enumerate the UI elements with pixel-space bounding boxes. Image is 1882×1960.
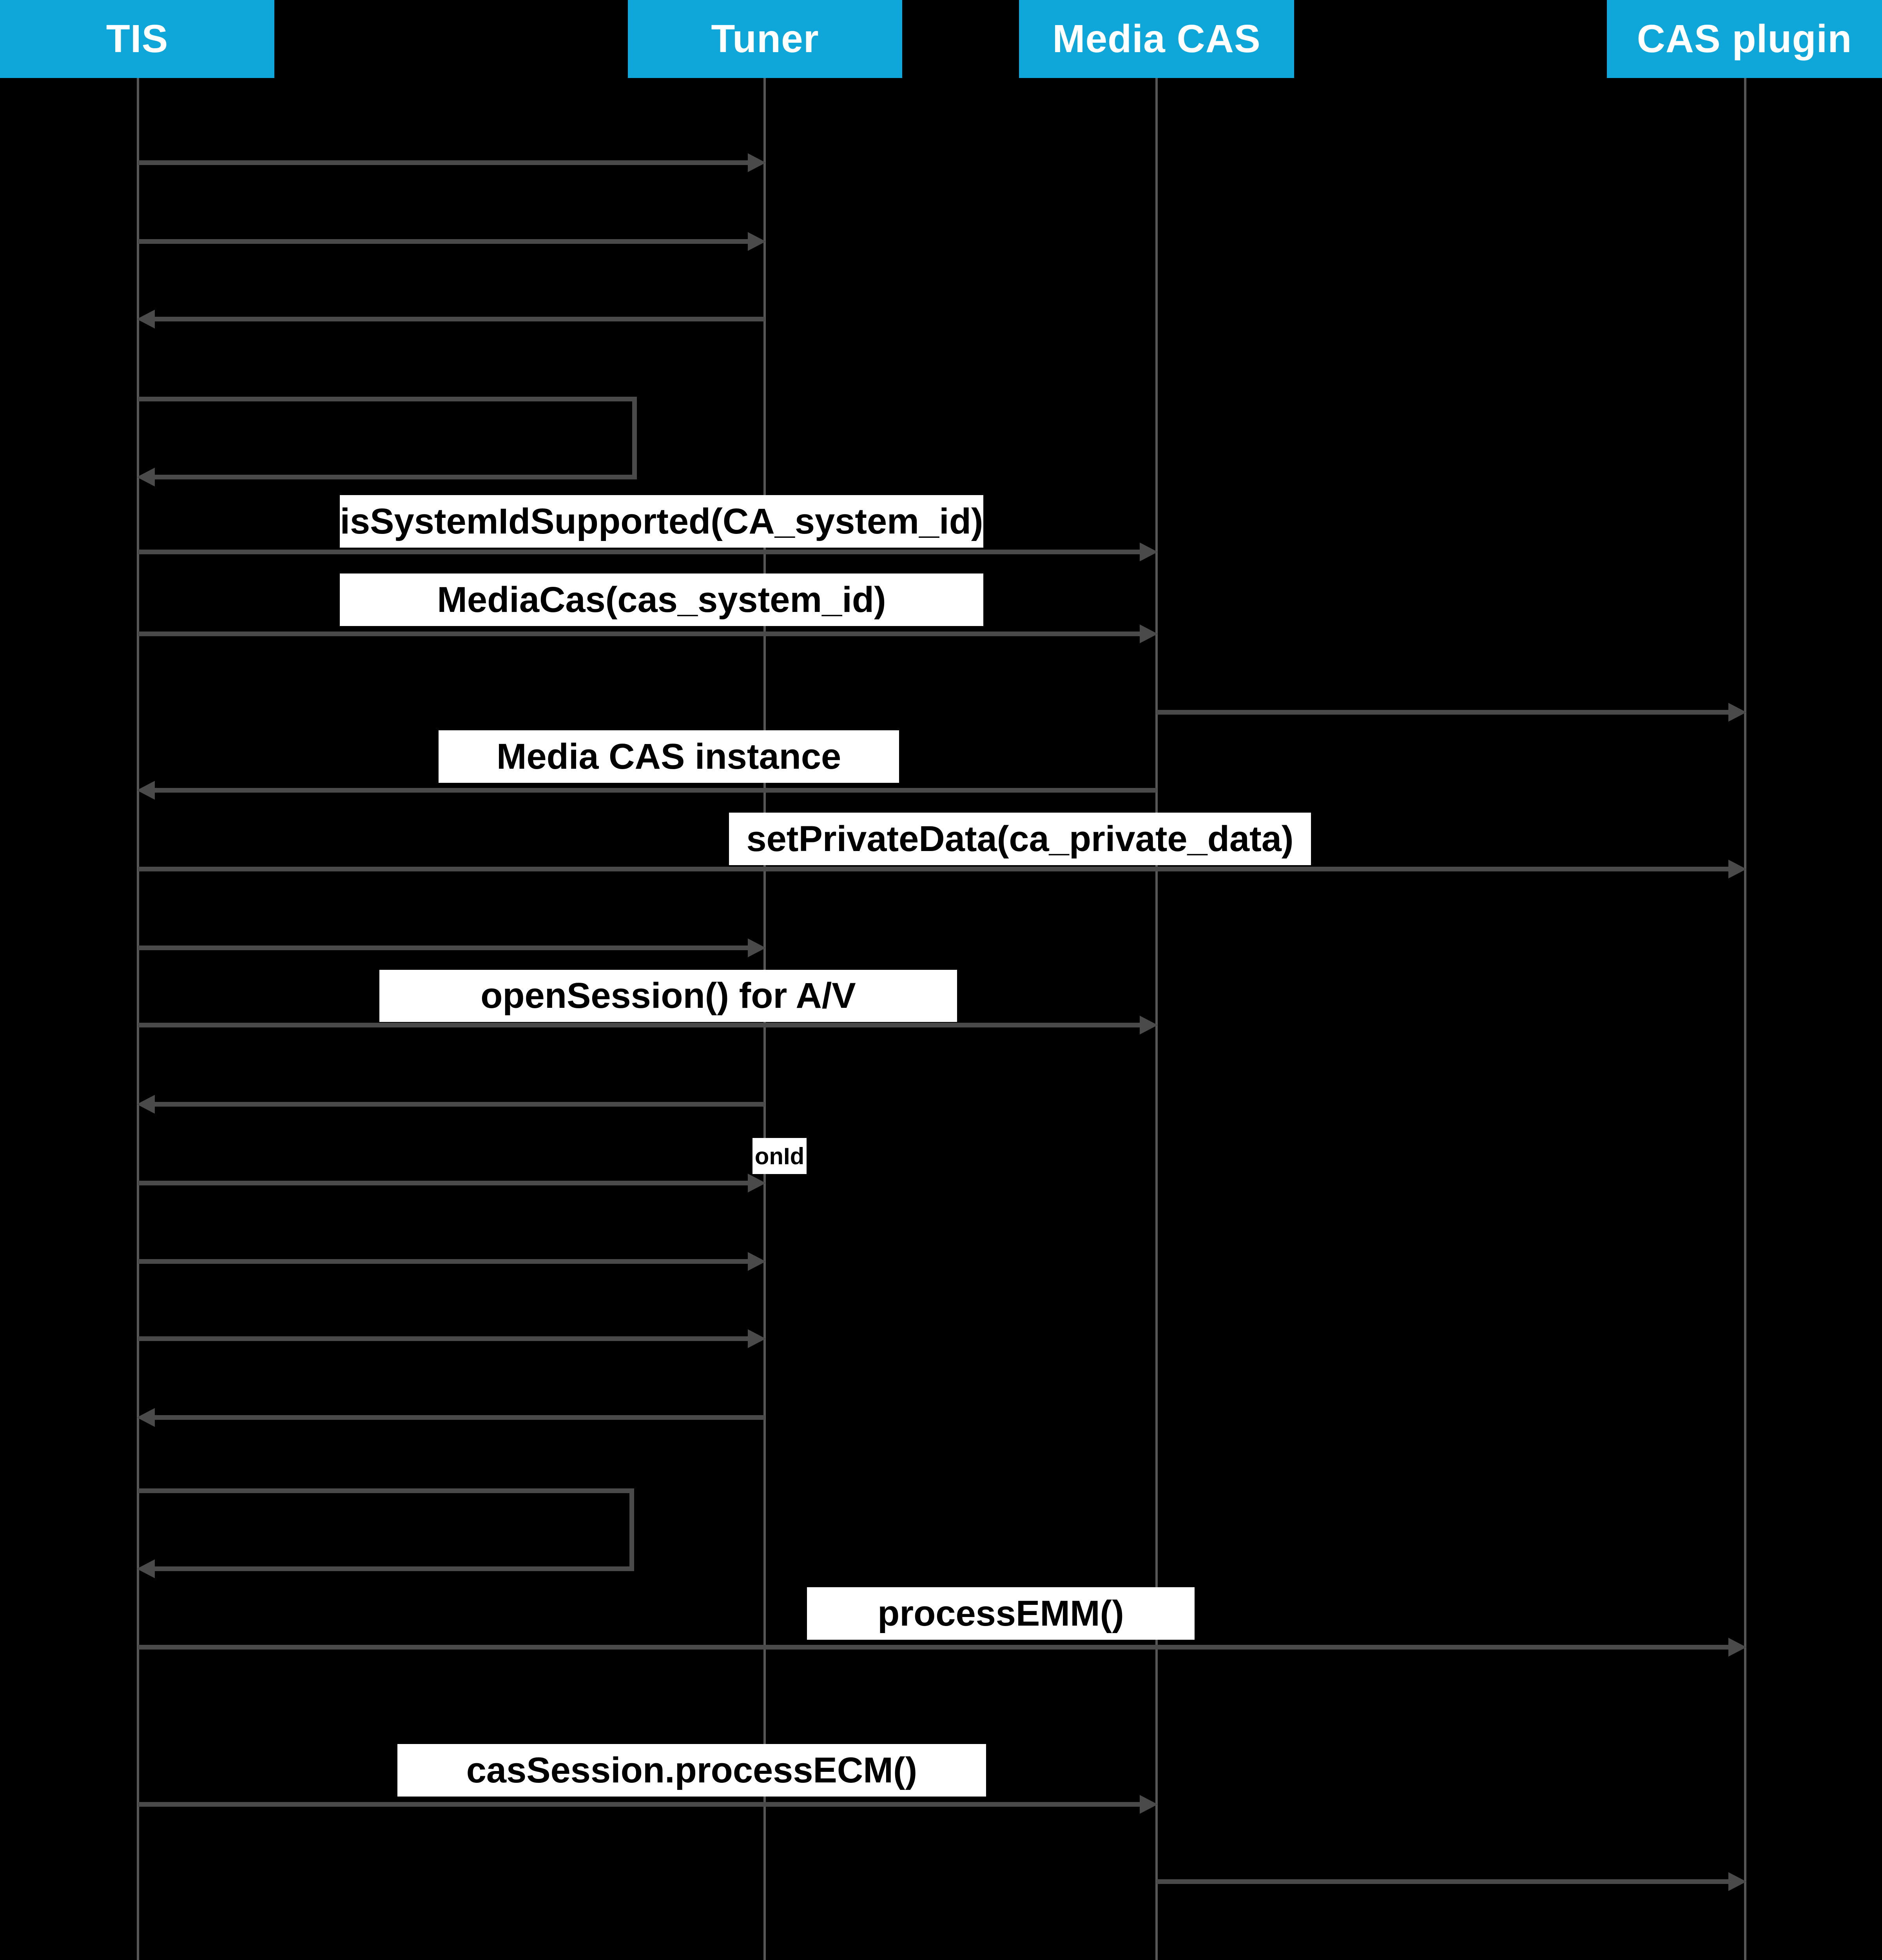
- message-arrow-3-arrowhead: [137, 310, 155, 328]
- message-cassession-processecm-line: [138, 1802, 1141, 1807]
- message-arrow-16-arrowhead: [137, 1408, 155, 1427]
- participant-header-tis: TIS: [0, 0, 274, 78]
- message-opensession-for-a-v-label: openSession() for A/V: [379, 970, 957, 1022]
- message-arrow-14-line: [138, 1259, 749, 1264]
- message-arrow-20-arrowhead: [1728, 1872, 1746, 1891]
- message-opensession-for-a-v-line: [138, 1023, 1141, 1027]
- message-arrow-4-arrowhead: [137, 468, 155, 486]
- message-setprivatedata-ca-private-data-label: setPrivateData(ca_private_data): [729, 813, 1311, 865]
- message-arrow-17-self-side: [629, 1488, 634, 1571]
- message-opensession-for-a-v-arrowhead: [1140, 1016, 1158, 1034]
- message-onid-line: [138, 1181, 749, 1185]
- message-arrow-15-line: [138, 1336, 749, 1341]
- message-arrow-20-line: [1157, 1879, 1730, 1884]
- message-processemm-line: [138, 1645, 1730, 1650]
- message-onid-label: onId: [752, 1138, 807, 1174]
- message-mediacas-cas-system-id-line: [138, 632, 1141, 636]
- lifeline-cas-plugin: [1744, 78, 1746, 1960]
- message-arrow-4-self-top-line: [138, 397, 637, 401]
- message-media-cas-instance-line: [154, 788, 1157, 793]
- message-mediacas-cas-system-id-label: MediaCas(cas_system_id): [340, 573, 983, 626]
- message-media-cas-instance-label: Media CAS instance: [439, 730, 899, 783]
- message-issystemidsupported-ca-system-id-label: isSystemIdSupported(CA_system_id): [340, 495, 983, 548]
- message-processemm-arrowhead: [1728, 1638, 1746, 1657]
- message-cassession-processecm-arrowhead: [1140, 1795, 1158, 1814]
- message-mediacas-cas-system-id-arrowhead: [1140, 624, 1158, 643]
- message-arrow-10-line: [138, 946, 749, 950]
- message-arrow-14-arrowhead: [748, 1252, 766, 1271]
- message-issystemidsupported-ca-system-id-line: [138, 550, 1141, 554]
- message-arrow-17-self-bottom-line: [154, 1566, 634, 1571]
- message-arrow-17-self-top-line: [138, 1488, 634, 1493]
- message-arrow-16-line: [154, 1415, 765, 1420]
- message-arrow-7-arrowhead: [1728, 703, 1746, 722]
- message-arrow-1-line: [138, 160, 749, 165]
- message-arrow-2-line: [138, 239, 749, 244]
- message-arrow-3-line: [154, 317, 765, 321]
- message-arrow-15-arrowhead: [748, 1329, 766, 1348]
- message-processemm-label: processEMM(): [807, 1587, 1195, 1640]
- message-media-cas-instance-arrowhead: [137, 781, 155, 800]
- participant-header-media-cas: Media CAS: [1019, 0, 1294, 78]
- message-setprivatedata-ca-private-data-line: [138, 867, 1730, 871]
- participant-header-tuner: Tuner: [628, 0, 902, 78]
- lifeline-tis: [137, 78, 139, 1960]
- message-issystemidsupported-ca-system-id-arrowhead: [1140, 543, 1158, 561]
- message-onid-arrowhead: [748, 1174, 766, 1192]
- message-arrow-4-self-side: [632, 397, 637, 479]
- message-arrow-10-arrowhead: [748, 938, 766, 957]
- message-arrow-7-line: [1157, 710, 1730, 715]
- message-cassession-processecm-label: casSession.processECM(): [397, 1744, 986, 1797]
- message-arrow-1-arrowhead: [748, 153, 766, 172]
- message-setprivatedata-ca-private-data-arrowhead: [1728, 860, 1746, 878]
- participant-header-cas-plugin: CAS plugin: [1607, 0, 1882, 78]
- message-arrow-2-arrowhead: [748, 232, 766, 251]
- message-arrow-12-line: [154, 1102, 765, 1107]
- message-arrow-17-arrowhead: [137, 1559, 155, 1578]
- message-arrow-12-arrowhead: [137, 1095, 155, 1114]
- message-arrow-4-self-bottom-line: [154, 475, 637, 479]
